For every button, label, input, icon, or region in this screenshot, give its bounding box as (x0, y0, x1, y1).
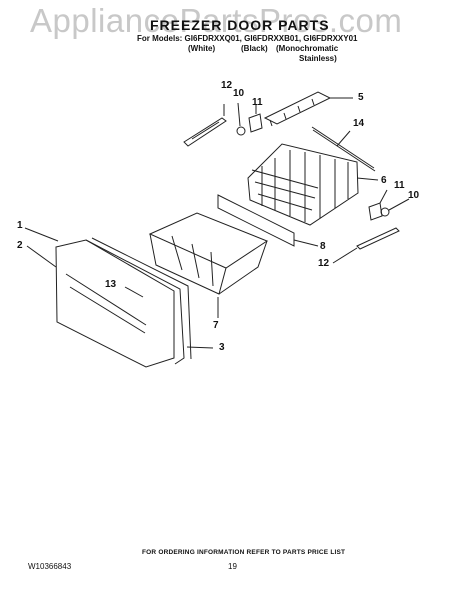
callout-10-lower: 10 (408, 190, 420, 201)
callout-12-upper: 12 (221, 80, 233, 91)
variant-stainless: Stainless) (299, 54, 337, 63)
callout-8: 8 (320, 241, 326, 252)
part-11-clip-lower (368, 189, 388, 221)
document-number: W10366843 (28, 562, 72, 571)
callout-1: 1 (17, 220, 23, 231)
callout-14: 14 (353, 118, 365, 129)
part-14-rod (311, 126, 376, 172)
part-12-rail-lower (332, 227, 400, 264)
callout-11-lower: 11 (394, 180, 405, 191)
callout-2: 2 (17, 240, 23, 251)
callout-10-upper: 10 (233, 88, 245, 99)
callout-5: 5 (358, 92, 364, 103)
callout-6: 6 (381, 175, 387, 186)
ordering-note: FOR ORDERING INFORMATION REFER TO PARTS … (142, 549, 346, 556)
callout-7: 7 (213, 320, 219, 331)
part-3-gasket (85, 237, 214, 365)
part-7-bin (148, 212, 269, 318)
watermark: AppliancePartsPros.com (30, 2, 403, 39)
callout-12-lower: 12 (318, 258, 330, 269)
variant-white: (White) (188, 44, 216, 53)
part-1-outer-door (24, 227, 59, 242)
callout-3: 3 (219, 342, 225, 353)
part-6-wire-basket (247, 143, 379, 226)
callout-11-upper: 11 (252, 97, 263, 108)
part-11-clip-upper (248, 105, 263, 133)
callout-13: 13 (105, 279, 117, 290)
part-12-rail-upper (183, 104, 227, 147)
part-2-door-panel (26, 239, 175, 368)
variant-monochromatic: (Monochromatic (276, 44, 339, 53)
part-8-trim (217, 194, 319, 247)
part-10-screw-upper (236, 102, 246, 136)
page-title: FREEZER DOOR PARTS (150, 17, 330, 33)
variant-black: (Black) (241, 44, 268, 53)
models-line: For Models: GI6FDRXXQ01, GI6FDRXXB01, GI… (137, 34, 358, 43)
page-number: 19 (228, 562, 237, 571)
part-5-bracket (263, 91, 353, 127)
part-10-screw-lower (380, 198, 410, 217)
part-13-leader (124, 286, 144, 298)
